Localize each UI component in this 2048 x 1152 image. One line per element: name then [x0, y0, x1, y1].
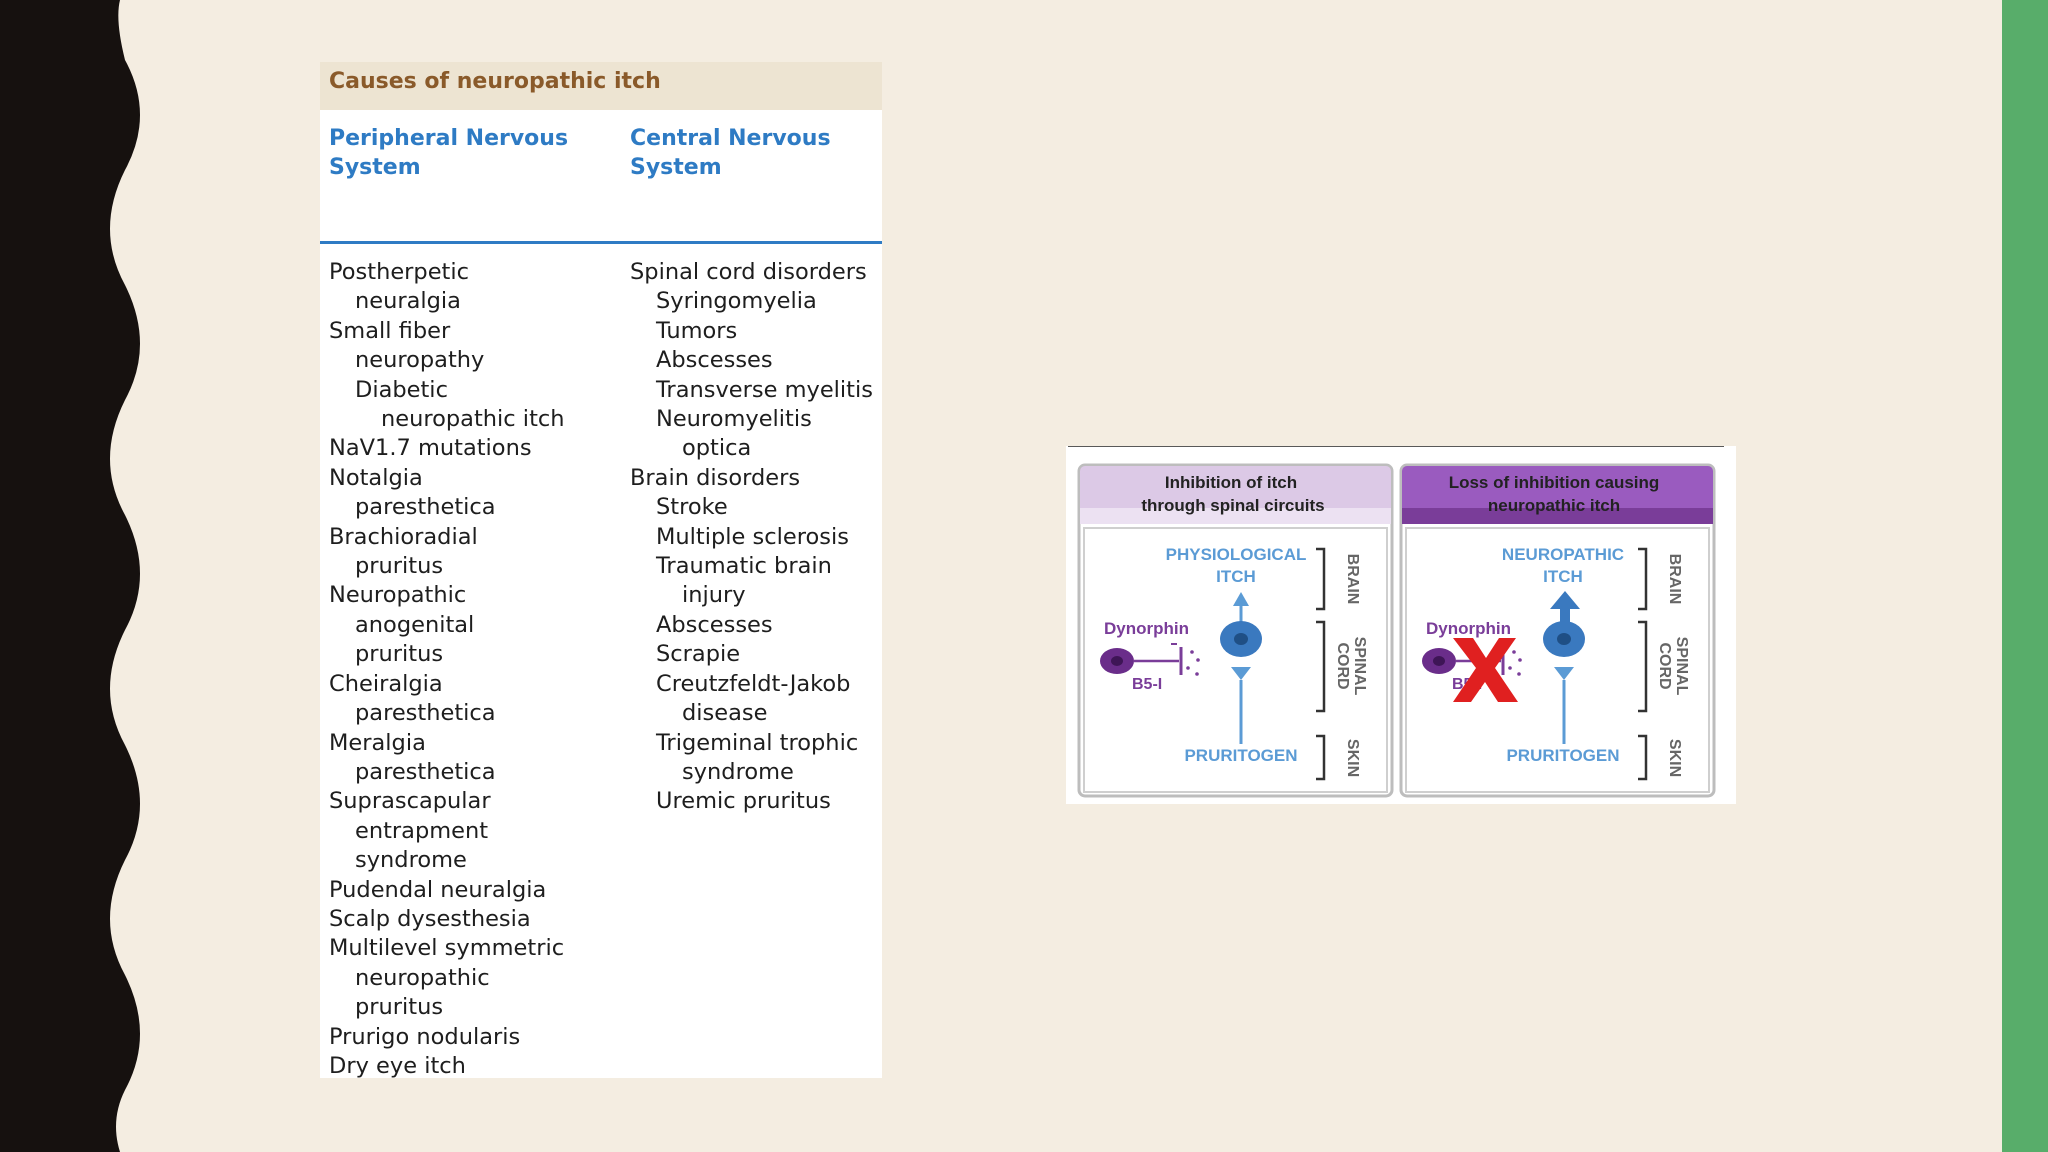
left-pruritogen-label: PRURITOGEN — [1184, 746, 1297, 765]
left-itch-label-2: ITCH — [1216, 567, 1256, 586]
right-dynorphin-label: Dynorphin — [1426, 619, 1511, 638]
list-item: Pudendal neuralgia — [329, 876, 547, 903]
neuropathic-itch-table: Causes of neuropathic itch Peripheral Ne… — [320, 62, 882, 1078]
list-item: Cheiralgia — [329, 670, 443, 697]
list-item: neuropathic — [355, 964, 490, 991]
list-item: neuropathy — [355, 347, 485, 374]
list-item: paresthetica — [355, 700, 496, 727]
list-item: Stroke — [656, 494, 728, 521]
red-cross-icon — [1453, 638, 1518, 702]
left-region-cord: CORD — [1334, 642, 1351, 689]
list-item: Meralgia — [329, 729, 426, 756]
list-item: Multiple sclerosis — [656, 523, 849, 550]
right-pruritogen-label: PRURITOGEN — [1506, 746, 1619, 765]
right-panel-title-1: Loss of inhibition causing — [1449, 473, 1660, 492]
column-header-peripheral: Peripheral Nervous System — [329, 126, 569, 180]
column-header-row — [320, 120, 882, 244]
list-item: Brachioradial — [329, 523, 478, 550]
list-item: paresthetica — [355, 494, 496, 521]
left-panel: Inhibition of itch through spinal circui… — [1077, 463, 1394, 798]
list-item: Spinal cord disorders — [630, 259, 867, 285]
list-item: Scrapie — [656, 641, 741, 668]
left-itch-arrow-icon — [1233, 592, 1249, 606]
list-item: Dry eye itch — [329, 1052, 466, 1078]
list-item: Multilevel symmetric — [329, 935, 565, 962]
list-item: Tumors — [656, 317, 738, 344]
left-region-spinal: SPINAL — [1351, 637, 1368, 696]
list-item: pruritus — [355, 641, 444, 668]
list-item: optica — [682, 435, 752, 462]
itch-inhibition-diagram: Inhibition of itch through spinal circui… — [1066, 446, 1736, 804]
list-item: Brain disorders — [630, 464, 801, 491]
left-itch-label-1: PHYSIOLOGICAL — [1166, 545, 1307, 564]
right-panel-title-2: neuropathic itch — [1488, 496, 1620, 515]
list-item: Neuromyelitis — [656, 406, 812, 433]
list-item: Syringomyelia — [656, 288, 817, 315]
right-panel: Loss of inhibition causing neuropathic i… — [1399, 463, 1716, 798]
list-item: paresthetica — [355, 758, 496, 785]
list-item: Abscesses — [656, 347, 773, 374]
left-cell-label: B5-I — [1132, 676, 1162, 693]
green-accent-bar — [2002, 0, 2048, 1152]
list-item: entrapment — [355, 817, 489, 844]
diagram-canvas: Inhibition of itch through spinal circui… — [1068, 446, 1724, 798]
list-item: disease — [682, 700, 768, 727]
right-region-brain: BRAIN — [1666, 554, 1683, 605]
right-itch-label-1: NEUROPATHIC — [1502, 545, 1624, 564]
list-item: syndrome — [682, 758, 794, 785]
list-item: Transverse myelitis — [656, 376, 873, 403]
list-item: Abscesses — [656, 611, 773, 638]
list-item: Neuropathic — [329, 582, 467, 609]
list-item: NaV1.7 mutations — [329, 435, 532, 462]
left-panel-title-2: through spinal circuits — [1141, 496, 1324, 515]
right-region-skin: SKIN — [1666, 739, 1683, 777]
list-item: neuralgia — [355, 288, 461, 315]
left-region-skin: SKIN — [1344, 739, 1361, 777]
list-item: Uremic pruritus — [656, 788, 831, 815]
left-dynorphin-label: Dynorphin — [1104, 619, 1189, 638]
wavy-left-border — [0, 0, 140, 1152]
list-item: injury — [682, 582, 746, 609]
left-panel-title-1: Inhibition of itch — [1165, 473, 1297, 492]
list-item: pruritus — [355, 553, 444, 580]
list-item: Small fiber — [329, 317, 451, 344]
table-title: Causes of neuropathic itch — [320, 62, 882, 110]
right-region-spinal: SPINAL — [1673, 637, 1690, 696]
right-itch-label-2: ITCH — [1543, 567, 1583, 586]
list-item: anogenital — [355, 611, 475, 638]
list-item: Postherpetic — [329, 259, 469, 285]
list-item: Trigeminal trophic — [656, 729, 859, 756]
column-header-central: Central Nervous System — [630, 126, 831, 180]
list-item: Scalp dysesthesia — [329, 905, 531, 932]
list-item: syndrome — [355, 847, 467, 874]
list-item: Suprascapular — [329, 788, 491, 815]
list-item: pruritus — [355, 994, 444, 1021]
list-item: neuropathic itch — [381, 406, 565, 433]
right-region-cord: CORD — [1656, 642, 1673, 689]
list-item: Diabetic — [355, 376, 448, 403]
right-itch-arrow-icon — [1550, 591, 1580, 609]
list-item: Notalgia — [329, 464, 423, 491]
list-item: Creutzfeldt-Jakob — [656, 670, 851, 697]
left-region-brain: BRAIN — [1344, 554, 1361, 605]
list-item: Traumatic brain — [656, 553, 832, 580]
list-item: Prurigo nodularis — [329, 1023, 521, 1050]
